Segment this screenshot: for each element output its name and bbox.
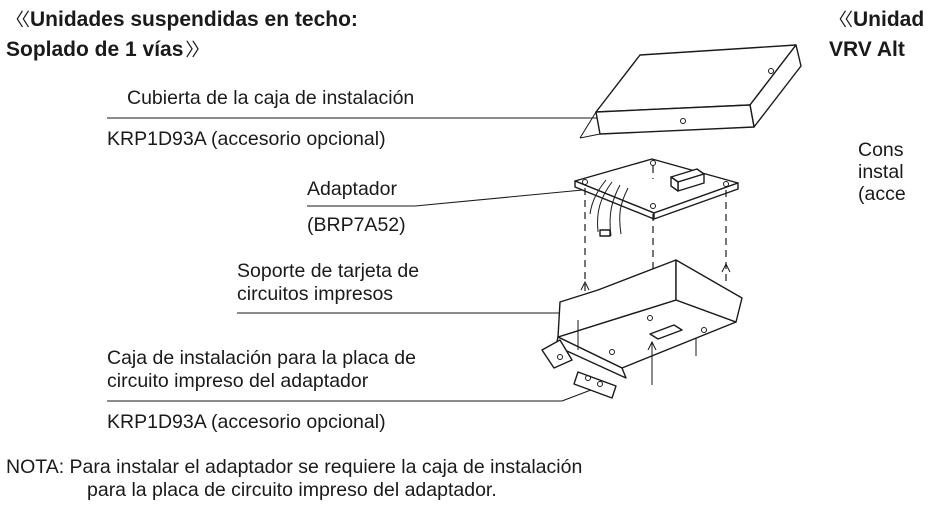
support-label-line2: circuitos impresos	[237, 283, 394, 305]
box-label-line2: circuito impreso del adaptador	[107, 370, 369, 392]
note-line2: para la placa de circuito impreso del ad…	[87, 479, 497, 501]
box-part-number: KRP1D93A (accesorio opcional)	[107, 411, 386, 433]
adapter-pcb	[574, 158, 739, 237]
section-title-left: 〈〈Unidades suspendidas en techo:	[6, 9, 358, 30]
section-subtitle-right: VRV Alt	[829, 39, 905, 60]
cover-label: Cubierta de la caja de instalación	[127, 87, 415, 109]
section-subtitle-left: Soplado de 1 vías〉〉	[6, 38, 209, 61]
title-line2: Soplado de 1 vías	[6, 38, 184, 61]
support-label-line1: Soporte de tarjeta de	[237, 260, 420, 282]
cover-part-number: KRP1D93A (accesorio opcional)	[107, 128, 386, 150]
right-title-line2: VRV Alt	[829, 38, 905, 61]
title-close-brackets: 〉〉	[185, 40, 209, 60]
box-label-line1: Caja de instalación para la placa de	[107, 347, 416, 369]
right-label-line2: instal	[858, 161, 904, 183]
note-line1: NOTA: Para instalar el adaptador se requ…	[6, 456, 583, 478]
section-title-right: 〈〈Unidad	[829, 9, 924, 30]
adapter-part-number: (BRP7A52)	[307, 214, 406, 236]
title-line1: Unidades suspendidas en techo:	[30, 8, 358, 31]
title-open-brackets: 〈〈	[6, 10, 30, 30]
installation-box-cover	[579, 44, 802, 139]
right-title-open-brackets: 〈〈	[829, 10, 853, 30]
installation-box-base	[541, 259, 743, 399]
adapter-label: Adaptador	[307, 178, 397, 200]
right-label-line3: (acce	[858, 183, 906, 205]
right-title-line1: Unidad	[853, 8, 925, 31]
right-label-line1: Cons	[858, 139, 904, 161]
